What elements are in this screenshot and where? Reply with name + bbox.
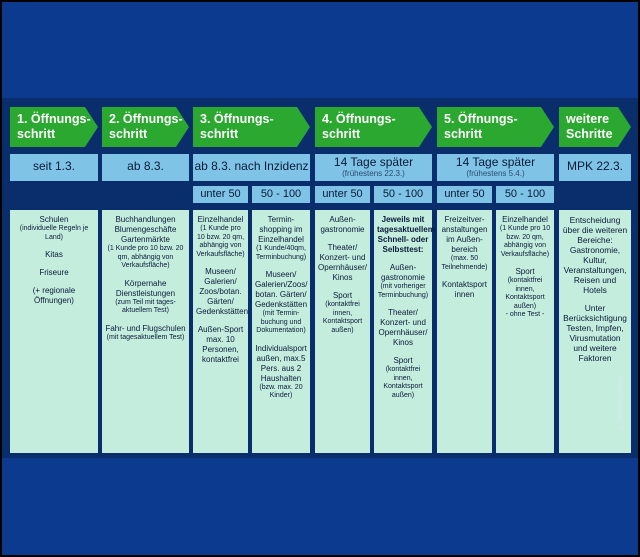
incidence-3-under-50: unter 50	[193, 186, 248, 203]
date-step-5: 14 Tage später (frühestens 5.4.)	[437, 154, 554, 181]
col4b-sport-note: (kontaktfrei innen, Kontaktsport außen)	[383, 366, 423, 399]
step-5-line1: 5. Öffnungs-	[444, 112, 518, 126]
col1-regional: (+ regionale Öffnungen)	[32, 286, 76, 305]
col3b-sport-note: (bzw. max. 20 Kinder)	[259, 383, 303, 400]
step-5-arrow: 5. Öffnungs- schritt	[437, 107, 554, 147]
col4a-sport: Sport	[332, 291, 353, 300]
content-step-2: Buchhandlungen Blumengeschäfte Gartenmär…	[102, 210, 189, 453]
col2-schools-note: (mit tagesaktuellem Test)	[106, 333, 185, 341]
step-3-arrow: 3. Öffnungs- schritt	[193, 107, 310, 147]
date-step-4-main: 14 Tage später	[333, 155, 414, 169]
step-1-arrow: 1. Öffnungs- schritt	[10, 107, 98, 147]
col4b-test-note: Jeweils mit tagesaktuellem Schnell- oder…	[377, 215, 435, 254]
col1-kitas: Kitas	[45, 250, 63, 259]
col3b-sport: Individualsport außen, max.5 Pers. aus 2…	[255, 343, 307, 383]
incidence-4-50-100: 50 - 100	[374, 186, 432, 203]
content-step-3-under-50: Einzelhandel (1 Kunde pro 10 bzw. 20 qm,…	[193, 210, 248, 453]
col3a-sport: Außen-Sport max. 10 Personen, kontaktfre…	[197, 325, 244, 364]
step-5-line2: schritt	[444, 127, 483, 141]
col4b-gastro: Außen-gastronomie	[380, 263, 426, 282]
col4a-gastro: Außen-gastronomie	[320, 215, 365, 234]
step-4-arrow: 4. Öffnungs- schritt	[315, 107, 432, 147]
col1-schulen-note: (individuelle Regeln je Land)	[19, 225, 89, 241]
content-step-5-50-100: Einzelhandel (1 Kunde pro 10 bzw. 20 qm,…	[496, 210, 554, 453]
content-step-1: Schulen (individuelle Regeln je Land) Ki…	[10, 210, 98, 453]
incidence-3-50-100: 50 - 100	[252, 186, 310, 203]
step-3-line2: schritt	[200, 127, 239, 141]
step-6-arrow: weitere Schritte	[559, 107, 631, 147]
incidence-4-under-50: unter 50	[315, 186, 370, 203]
date-step-1: seit 1.3.	[10, 154, 98, 181]
col5b-sport-note: (kontaktfrei innen, Kontaktsport außen)	[505, 277, 545, 310]
col5a-kontaktsport: Kontaktsport innen	[442, 280, 487, 299]
date-step-6: MPK 22.3.	[559, 154, 631, 181]
content-step-5-under-50: Freizeitver-anstaltungen im Außen-bereic…	[437, 210, 492, 453]
col5a-events: Freizeitver-anstaltungen im Außen-bereic…	[441, 215, 488, 254]
col3a-einzelhandel: Einzelhandel	[197, 215, 244, 224]
col3b-museen-note: (mit Termin-buchung und Dokumentation)	[256, 310, 306, 334]
col3a-einzelhandel-note: (1 Kunde pro 10 bzw. 20 qm, abhängig von…	[196, 225, 245, 258]
step-2-arrow: 2. Öffnungs- schritt	[102, 107, 189, 147]
step-4-line2: schritt	[322, 127, 361, 141]
col3a-museen: Museen/ Galerien/ Zoos/botan. Gärten/ Ge…	[196, 267, 249, 316]
col4b-gastro-note: (mit vorheriger Terminbuchung)	[377, 283, 429, 299]
date-step-5-main: 14 Tage später	[455, 155, 536, 169]
col5b-einzelhandel: Einzelhandel	[502, 215, 548, 224]
incidence-5-50-100: 50 - 100	[496, 186, 554, 203]
col5a-events-note: (max. 50 Teilnehmende)	[441, 255, 488, 271]
date-step-3: ab 8.3. nach Inzidenz	[193, 154, 310, 181]
col1-schulen: Schulen	[39, 215, 69, 224]
col2-shops: Buchhandlungen Blumengeschäfte Gartenmär…	[114, 215, 177, 244]
content-step-3-50-100: Termin-shopping im Einzelhandel (1 Kunde…	[252, 210, 310, 453]
step-2-line1: 2. Öffnungs-	[109, 112, 183, 126]
col2-services-note: (zum Teil mit tages-aktuellem Test)	[115, 298, 176, 315]
col4a-sport-note: (kontaktfrei innen, Kontaktsport außen)	[322, 301, 363, 334]
col5b-sport: Sport	[515, 267, 535, 276]
col4b-sport: Sport	[393, 356, 413, 365]
col3b-terminshopping-note: (1 Kunde/40qm, Terminbuchung)	[255, 245, 307, 261]
incidence-5-under-50: unter 50	[437, 186, 492, 203]
content-further-steps: Entscheidung über die weiteren Bereiche:…	[559, 210, 631, 453]
col4a-culture: Theater/ Konzert- und Opernhäuser/ Kinos	[318, 243, 367, 282]
step-6-line1: weitere	[566, 112, 610, 126]
step-4-line1: 4. Öffnungs-	[322, 112, 396, 126]
step-1-line1: 1. Öffnungs-	[17, 112, 91, 126]
col6-factors: Unter Berücksichtigung Testen, Impfen, V…	[563, 303, 627, 363]
step-6-line2: Schritte	[566, 127, 613, 141]
col2-shops-note: (1 Kunde pro 10 bzw. 20 qm, abhängig von…	[107, 245, 184, 269]
step-2-line2: schritt	[109, 127, 148, 141]
col3b-terminshopping: Termin-shopping im Einzelhandel	[258, 215, 304, 244]
date-step-4: 14 Tage später (frühestens 22.3.)	[315, 154, 432, 181]
content-step-4-under-50: Außen-gastronomie Theater/ Konzert- und …	[315, 210, 370, 453]
step-1-line2: schritt	[17, 127, 56, 141]
copyright-credit: © Bundesregierung	[618, 375, 624, 429]
col5b-no-test: - ohne Test -	[505, 311, 545, 318]
col4b-culture: Theater/ Konzert- und Opernhäuser/ Kinos	[378, 308, 428, 347]
date-step-2: ab 8.3.	[102, 154, 189, 181]
date-step-5-sub: (frühestens 5.4.)	[466, 169, 525, 178]
step-3-line1: 3. Öffnungs-	[200, 112, 274, 126]
date-step-4-sub: (frühestens 22.3.)	[342, 169, 405, 178]
col2-schools: Fahr- und Flugschulen	[105, 323, 186, 333]
col6-decision: Entscheidung über die weiteren Bereiche:…	[562, 215, 628, 295]
col1-friseure: Friseure	[39, 268, 69, 277]
content-step-4-50-100: Jeweils mit tagesaktuellem Schnell- oder…	[374, 210, 435, 453]
col5b-einzelhandel-note: (1 Kunde pro 10 bzw. 20 qm, abhängig von…	[499, 225, 551, 258]
col2-services: Körpernahe Dienstleistungen	[115, 278, 176, 298]
col3b-museen: Museen/ Galerien/Zoos/ botan. Gärten/ Ge…	[255, 270, 308, 309]
